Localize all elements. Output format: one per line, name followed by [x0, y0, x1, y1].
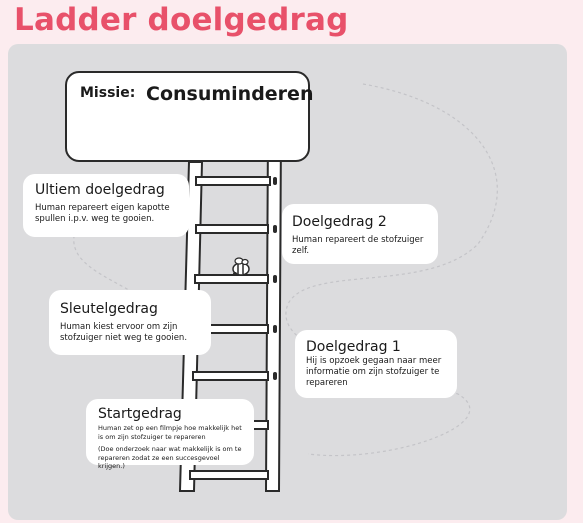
card-doelgedrag-1: Doelgedrag 1 Hij is opzoek gegaan naar m… — [295, 330, 457, 398]
dashed-path-2 — [73, 223, 163, 345]
page-title: Ladder doelgedrag — [14, 2, 349, 38]
mission-box: Missie: Consuminderen — [65, 71, 314, 162]
rung-caps — [273, 177, 277, 380]
card-text: Human repareert de stofzuiger zelf. — [292, 235, 424, 256]
card-heading: Doelgedrag 2 — [292, 214, 387, 230]
card-note: (Doe onderzoek naar wat makkelijk is om … — [98, 445, 242, 470]
card-ultiem-doelgedrag: Ultiem doelgedrag Human repareert eigen … — [23, 174, 189, 237]
card-sleutelgedrag: Sleutelgedrag Human kiest ervoor om zijn… — [49, 290, 211, 355]
card-text: Human zet op een filmpje hoe makkelijk h… — [98, 424, 242, 441]
mission-value: Consuminderen — [146, 83, 314, 105]
diagram-panel: Missie: Consuminderen Ultiem doelgedrag … — [8, 44, 567, 520]
dashed-path — [285, 83, 498, 457]
card-heading: Sleutelgedrag — [60, 301, 158, 317]
card-startgedrag: Startgedrag Human zet op een filmpje hoe… — [86, 399, 254, 470]
card-text: Hij is opzoek gegaan naar meer informati… — [306, 356, 442, 388]
card-heading: Startgedrag — [98, 406, 182, 422]
mission-label: Missie: — [80, 85, 136, 101]
card-text: Human repareert eigen kapotte spullen i.… — [35, 203, 170, 224]
card-doelgedrag-2: Doelgedrag 2 Human repareert de stofzuig… — [282, 204, 438, 264]
card-text: Human kiest ervoor om zijn stofzuiger ni… — [60, 322, 188, 343]
card-heading: Doelgedrag 1 — [306, 339, 401, 355]
bee-icon — [232, 257, 250, 276]
card-heading: Ultiem doelgedrag — [35, 182, 165, 198]
